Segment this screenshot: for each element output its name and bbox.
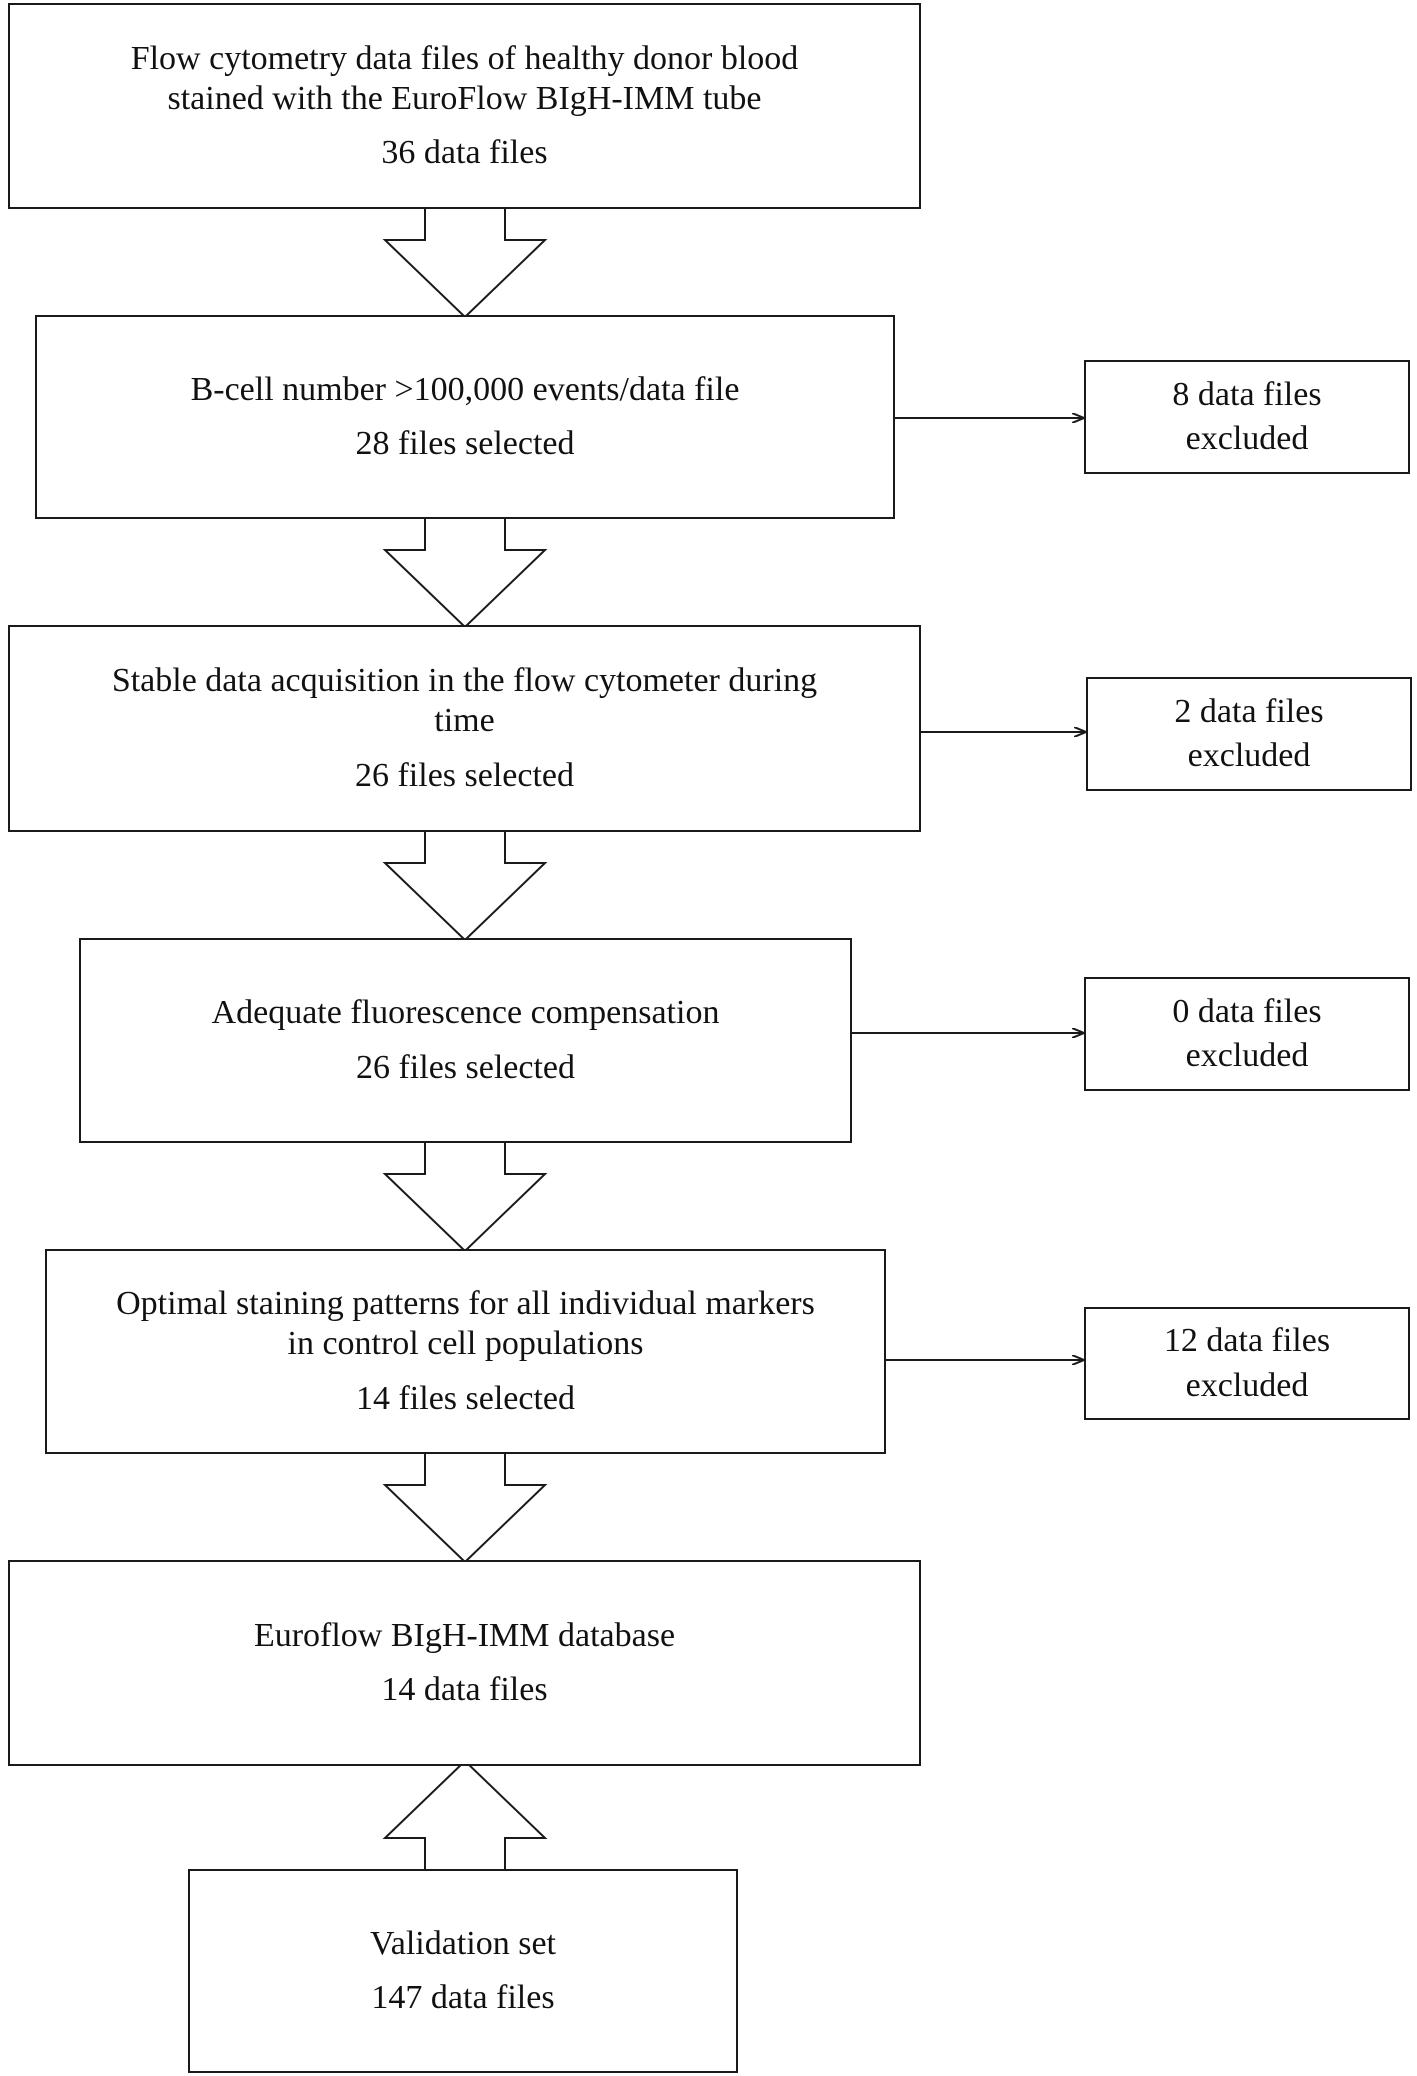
down-arrow-5 xyxy=(382,1451,548,1564)
exclusion-box-1: 8 data files excluded xyxy=(1084,360,1410,474)
exclusion-box-4: 12 data files excluded xyxy=(1084,1307,1410,1420)
step-count: 14 data files xyxy=(381,1671,548,1708)
down-arrow-1 xyxy=(382,206,548,319)
down-arrow-3 xyxy=(382,829,548,942)
step-box-database: Euroflow BIgH-IMM database 14 data files xyxy=(8,1560,921,1766)
down-arrow-2 xyxy=(382,516,548,629)
step-title-line: in control cell populations xyxy=(287,1325,644,1363)
step-count: 26 files selected xyxy=(354,756,575,794)
exclusion-box-3: 0 data files excluded xyxy=(1084,977,1410,1091)
step-count: 14 files selected xyxy=(355,1379,576,1417)
exclusion-box-2: 2 data files excluded xyxy=(1086,677,1412,791)
step-count: 36 data files xyxy=(381,134,548,172)
step-box-compensation: Adequate fluorescence compensation 26 fi… xyxy=(79,938,852,1143)
exclusion-line: excluded xyxy=(1185,1366,1309,1404)
step-box-bcell-number: B-cell number >100,000 events/data file … xyxy=(35,315,895,519)
step-count: 26 files selected xyxy=(355,1048,576,1086)
exclusion-line: excluded xyxy=(1185,1037,1309,1074)
exclusion-line: excluded xyxy=(1187,737,1311,774)
step-title-line: B-cell number >100,000 events/data file xyxy=(190,370,740,408)
step-title-line: Stable data acquisition in the flow cyto… xyxy=(111,662,818,700)
step-box-staining-patterns: Optimal staining patterns for all indivi… xyxy=(45,1249,886,1454)
step-box-stable-acquisition: Stable data acquisition in the flow cyto… xyxy=(8,625,921,832)
exclusion-line: 8 data files xyxy=(1172,375,1322,413)
down-arrow-4 xyxy=(382,1140,548,1253)
step-count: 28 files selected xyxy=(355,425,575,462)
up-arrow xyxy=(382,1759,548,1872)
step-title-line: Optimal staining patterns for all indivi… xyxy=(116,1285,815,1323)
exclusion-line: 12 data files xyxy=(1163,1322,1331,1360)
validation-count: 147 data files xyxy=(371,1979,555,2016)
step-title-line: Flow cytometry data files of healthy don… xyxy=(130,39,799,77)
exclusion-line: 2 data files xyxy=(1174,692,1324,730)
exclusion-line: excluded xyxy=(1185,420,1309,457)
step-title-line: Adequate fluorescence compensation xyxy=(211,994,720,1032)
step-box-initial-files: Flow cytometry data files of healthy don… xyxy=(8,3,921,209)
validation-title: Validation set xyxy=(369,1924,557,1962)
step-title-line: stained with the EuroFlow BIgH-IMM tube xyxy=(167,79,762,117)
step-title-line: Euroflow BIgH-IMM database xyxy=(253,1616,676,1654)
exclusion-line: 0 data files xyxy=(1172,992,1322,1030)
validation-set-box: Validation set 147 data files xyxy=(188,1869,738,2073)
step-title-line: time xyxy=(434,702,495,740)
